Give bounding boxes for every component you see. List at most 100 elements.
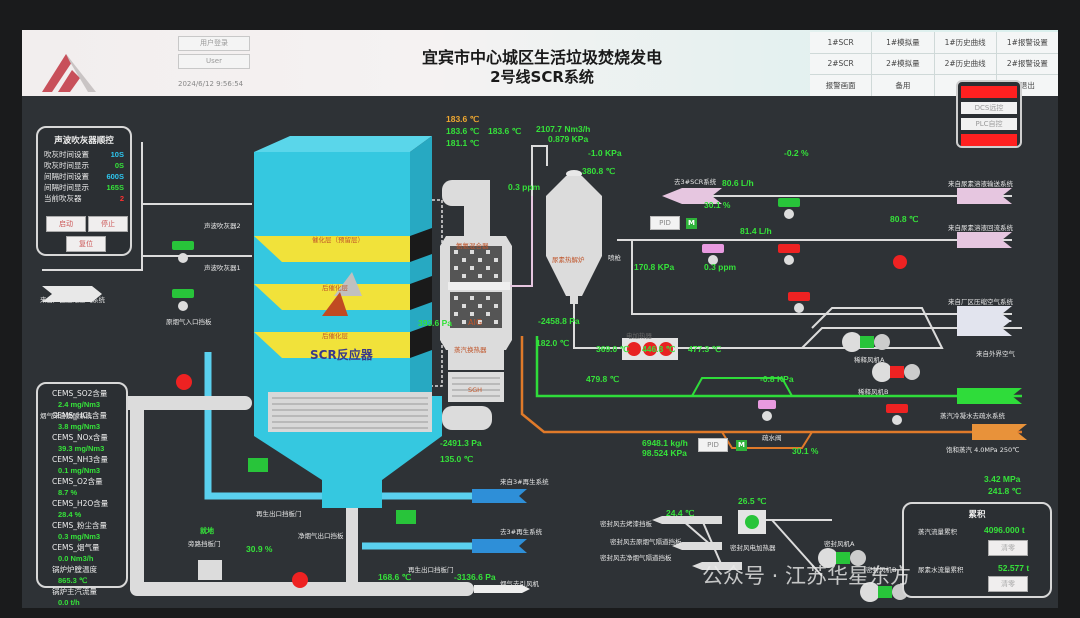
- air-pressure: 170.8 KPa: [634, 262, 675, 272]
- timestamp: 2024/6/12 9:56:54: [178, 80, 244, 88]
- page-subtitle: 2号线SCR系统: [490, 68, 594, 86]
- nav-2history[interactable]: 2#历史曲线: [934, 53, 996, 75]
- sootblower-start-button[interactable]: 启动: [46, 216, 86, 232]
- seal-heater-temp: 26.5 ℃: [738, 496, 767, 506]
- nav-alarm-screen[interactable]: 报警画面: [810, 75, 872, 96]
- cems-value: 8.7 %: [58, 488, 78, 497]
- urea-flow-1: 80.6 L/h: [722, 178, 754, 188]
- urea-total-clear-button[interactable]: 清零: [988, 576, 1028, 592]
- sootblower-stop-button[interactable]: 停止: [88, 216, 128, 232]
- user-button[interactable]: User: [178, 54, 250, 69]
- login-button[interactable]: 用户登录: [178, 36, 250, 51]
- heater-temp-1: 369.0 ℃: [596, 344, 630, 354]
- dcs-remote-button[interactable]: DCS远控: [961, 102, 1017, 114]
- seal-to-1-label: 密封风去烤漆挡板: [600, 520, 652, 528]
- reactor-label: SCR反应器: [310, 348, 373, 362]
- aig-pressure: -2458.8 Pa: [538, 316, 580, 326]
- sootblower-row: 间隔时间设置 600S: [38, 171, 130, 182]
- spray-gun-label: 喷枪: [608, 254, 621, 262]
- nav-1alarm-settings[interactable]: 1#报警设置: [996, 32, 1058, 53]
- cems-value: 0.3 mg/Nm3: [58, 532, 101, 541]
- sootblower-2-label: 声波吹灰器2: [204, 222, 241, 230]
- inlet-temp-2: 183.6 ℃: [446, 126, 480, 136]
- cems-label: 锅炉主汽流量: [52, 587, 97, 596]
- cems-value: 2.4 mg/Nm3: [58, 400, 101, 409]
- urea-total-value: 52.577 t: [998, 563, 1030, 573]
- id-fan-temp: 168.6 ℃: [378, 572, 412, 582]
- bypass-open: 30.9 %: [246, 544, 273, 554]
- watermark: 公众号 · 江苏华星东方: [702, 564, 912, 588]
- nav-1scr[interactable]: 1#SCR: [810, 32, 872, 53]
- alarm-indicator-bottom: [961, 134, 1017, 146]
- urea-total-label: 尿素水流量累积: [918, 566, 964, 574]
- pyrolyzer-pressure: -1.0 KPa: [588, 148, 622, 158]
- nav-2scr[interactable]: 2#SCR: [810, 53, 872, 75]
- inlet-temp-1: 183.6 ℃: [446, 114, 480, 124]
- urea-manual-indicator[interactable]: M: [686, 218, 697, 229]
- plc-auto-button[interactable]: PLC自控: [961, 118, 1017, 130]
- nh3-slip: 0.3 ppm: [508, 182, 541, 192]
- id-fan-pressure: -3136.6 Pa: [454, 572, 496, 582]
- dilution-pressure: -0.8 KPa: [760, 374, 794, 384]
- steam-pressure: 98.524 KPa: [642, 448, 687, 458]
- seal-temp-1: 24.4 ℃: [666, 508, 695, 518]
- sootblower-row-label: 吹灰时间显示: [44, 161, 89, 170]
- aig-label: AIG: [468, 318, 483, 327]
- accumulation-panel: 累积 蒸汽流量累积 4096.000 t 清零 尿素水流量累积 52.577 t…: [902, 502, 1052, 598]
- seal-heater-label: 密封风电加热器: [730, 544, 776, 552]
- heater-temp-3: 477.3 ℃: [688, 344, 722, 354]
- company-logo-icon: [42, 54, 96, 92]
- electric-heater-label: 电加热器: [626, 332, 652, 340]
- cems-label: CEMS_NH3含量: [52, 455, 108, 464]
- sootblower-row-label: 间隔时间设置: [44, 172, 89, 181]
- nav-grid: 1#SCR 1#模拟量 1#历史曲线 1#报警设置 2#SCR 2#模拟量 2#…: [810, 32, 1058, 96]
- control-mode-panel: DCS远控 PLC自控: [956, 80, 1022, 148]
- steam-manual-indicator[interactable]: M: [736, 440, 747, 451]
- nav-1analog[interactable]: 1#模拟量: [872, 32, 934, 53]
- cems-label: CEMS_烟气量: [52, 543, 100, 552]
- seal-fan-a-label: 密封风机A: [824, 540, 855, 548]
- nav-2analog[interactable]: 2#模拟量: [872, 53, 934, 75]
- catalyst-layer-2: 后催化层: [322, 284, 348, 292]
- scada-screen: 用户登录 User 2024/6/12 9:56:54 宜宾市中心城区生活垃圾焚…: [22, 30, 1058, 608]
- page-title: 宜宾市中心城区生活垃圾焚烧发电: [421, 48, 662, 67]
- urea-pyrolyzer-label: 尿素热解炉: [552, 256, 585, 264]
- outlet-temp: 135.0 ℃: [440, 454, 474, 464]
- steam-flow: 6948.1 kg/h: [642, 438, 688, 448]
- dilution-fan-a-label: 稀释风机A: [854, 356, 885, 364]
- from-compressed-air-label: 来自厂区压缩空气系统: [40, 296, 105, 304]
- sootblower-row-value: 0S: [114, 161, 124, 170]
- from-deacid-label: 烟气来自脱酸系统: [40, 412, 92, 420]
- ammonia-flow: 2107.7 Nm3/h: [536, 124, 591, 134]
- nav-1history[interactable]: 1#历史曲线: [934, 32, 996, 53]
- nav-spare-1[interactable]: 备用: [872, 75, 934, 96]
- cems-label: CEMS_HCL含量: [52, 411, 108, 420]
- ammonia-pressure: 0.879 KPa: [548, 134, 589, 144]
- clean-outlet-damper-label: 净烟气出口挡板: [298, 532, 344, 540]
- steam-arrow: [972, 424, 1027, 440]
- from-urea-supply-label: 来自尿素溶液输送系统: [948, 180, 1013, 188]
- cems-label: CEMS_粉尘含量: [52, 521, 107, 530]
- sootblower-row-value: 2: [119, 194, 124, 203]
- urea-pid-button[interactable]: PID: [650, 216, 680, 230]
- steam-total-clear-button[interactable]: 清零: [988, 540, 1028, 556]
- air-ppm: 0.3 ppm: [704, 262, 737, 272]
- cems-label: CEMS_H2O含量: [52, 499, 109, 508]
- heater-out-temp: 479.8 ℃: [586, 374, 620, 384]
- sootblower-reset-button[interactable]: 复位: [66, 236, 106, 252]
- cems-label: CEMS_O2含量: [52, 477, 103, 486]
- seal-to-3-label: 密封风去净烟气隔道挡板: [600, 554, 672, 562]
- sootblower-row-value: 600S: [106, 172, 124, 181]
- steam-pid-button[interactable]: PID: [698, 438, 728, 452]
- steam-valve-open: 30.1 %: [792, 446, 819, 456]
- saturated-steam-label: 饱和蒸汽 4.0MPa 250℃: [946, 446, 1020, 454]
- urea-valve-open: -0.2 %: [784, 148, 809, 158]
- nav-2alarm-settings[interactable]: 2#报警设置: [996, 53, 1058, 75]
- seal-fan-b-label: 密封风机B: [866, 566, 897, 574]
- to-3scr-label: 去3#SCR系统: [674, 178, 717, 186]
